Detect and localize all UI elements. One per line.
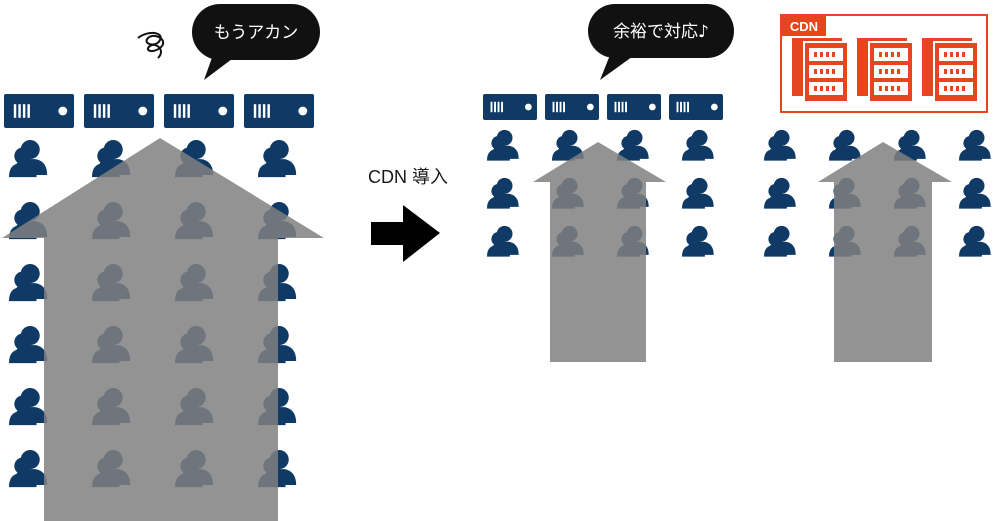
- user-icon: [9, 388, 48, 426]
- right-speech-text: 余裕で対応♪: [613, 22, 709, 42]
- cdn-server-icon: [857, 38, 914, 103]
- user-icon: [764, 225, 796, 257]
- cdn-server-group: [792, 38, 979, 103]
- server-icon: [84, 94, 154, 128]
- server-icon: [669, 94, 723, 120]
- cdn-box: CDN: [780, 14, 988, 113]
- stress-squiggle-icon: [137, 32, 165, 59]
- user-icon: [487, 129, 519, 161]
- left-speech-bubble: もうアカン: [192, 4, 320, 80]
- server-icon: [545, 94, 599, 120]
- right-speech-bubble: 余裕で対応♪: [588, 4, 734, 80]
- user-icon: [959, 129, 991, 161]
- cdn-intro-label: CDN 導入: [368, 167, 448, 187]
- user-icon: [764, 177, 796, 209]
- server-icon: [4, 94, 74, 128]
- left-server-row: [4, 94, 314, 128]
- user-icon: [258, 140, 297, 178]
- user-icon: [829, 129, 861, 161]
- user-icon: [9, 326, 48, 364]
- user-icon: [487, 225, 519, 257]
- server-icon: [164, 94, 234, 128]
- server-icon: [244, 94, 314, 128]
- user-icon: [487, 177, 519, 209]
- user-icon: [959, 177, 991, 209]
- cdn-scene: CDN: [764, 14, 991, 362]
- left-speech-text: もうアカン: [214, 23, 299, 43]
- user-icon: [959, 225, 991, 257]
- user-icon: [682, 177, 714, 209]
- user-icon: [682, 129, 714, 161]
- origin-traffic-arrow: [533, 142, 666, 362]
- user-icon: [9, 264, 48, 302]
- left-scene: もうアカン: [2, 4, 324, 521]
- user-icon: [682, 225, 714, 257]
- right-server-row: [483, 94, 723, 120]
- right-scene: 余裕で対応♪: [483, 4, 734, 362]
- cdn-server-icon: [792, 38, 849, 103]
- right-arrow-icon: [371, 205, 440, 262]
- cdn-box-label: CDN: [790, 19, 818, 34]
- server-icon: [607, 94, 661, 120]
- user-icon: [9, 140, 48, 178]
- server-icon: [483, 94, 537, 120]
- cdn-server-icon: [922, 38, 979, 103]
- transition: CDN 導入: [368, 167, 448, 262]
- user-icon: [9, 450, 48, 488]
- left-traffic-arrow: [2, 138, 324, 521]
- user-icon: [764, 129, 796, 161]
- cdn-traffic-arrow: [818, 142, 952, 362]
